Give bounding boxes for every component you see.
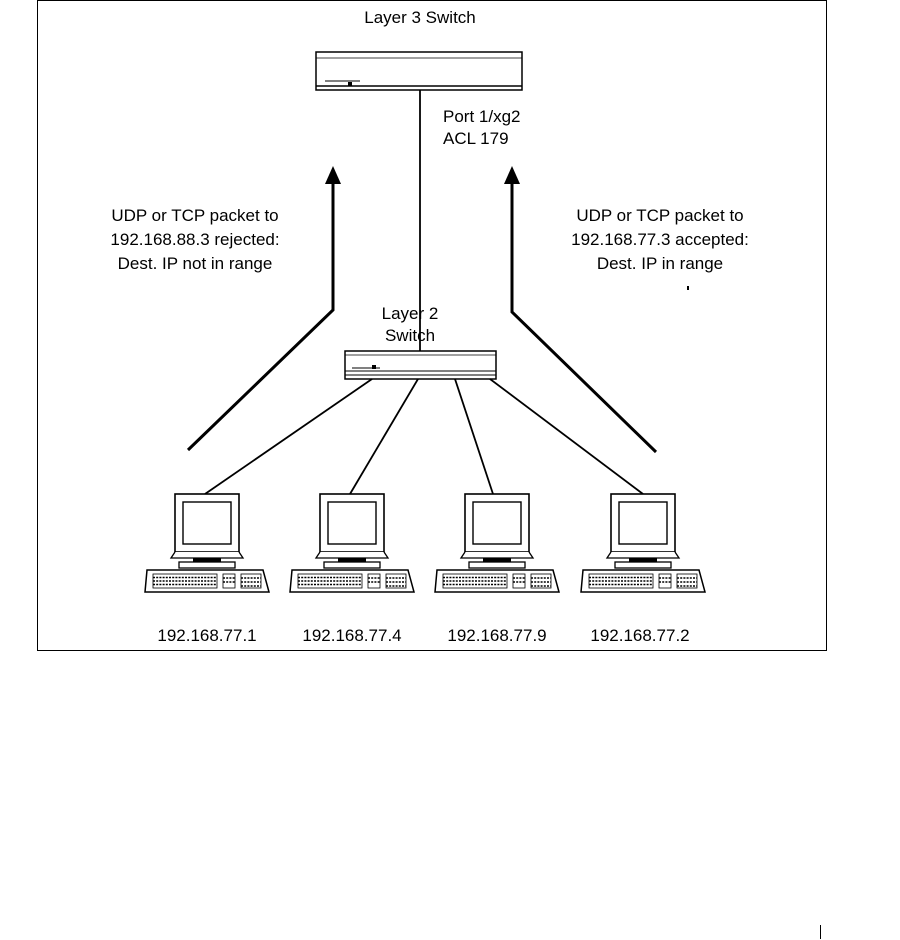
cable-host-3 (454, 378, 494, 495)
host-ip-label: 192.168.77.4 (302, 626, 402, 645)
rejected-note-line2: 192.168.88.3 rejected: (110, 230, 280, 249)
page-margin-mark (820, 925, 821, 939)
computer-icon (144, 493, 270, 593)
layer2-switch-icon (344, 350, 497, 380)
diagram-frame (37, 0, 827, 651)
port-label: Port 1/xg2 (443, 107, 521, 126)
layer3-switch-label: Layer 3 Switch (364, 8, 476, 27)
cable-host-4 (489, 378, 644, 495)
accepted-arrow (504, 166, 658, 454)
accepted-note-line1: UDP or TCP packet to (576, 206, 744, 225)
computer-icon (289, 493, 415, 593)
acl-label: ACL 179 (443, 129, 509, 148)
stray-dot (687, 286, 689, 290)
host-ip-label: 192.168.77.9 (447, 626, 547, 645)
rejected-arrow (186, 166, 341, 452)
cable-host-1 (204, 378, 373, 495)
host-ip-label: 192.168.77.1 (157, 626, 257, 645)
computer-icon (434, 493, 560, 593)
rejected-note-line1: UDP or TCP packet to (111, 206, 279, 225)
cable-host-2 (349, 378, 419, 495)
computer-icon (580, 493, 706, 593)
host-ip-label: 192.168.77.2 (590, 626, 690, 645)
layer3-switch-icon (315, 51, 523, 91)
accepted-note-line2: 192.168.77.3 accepted: (571, 230, 749, 249)
accepted-note-line3: Dest. IP in range (596, 254, 724, 273)
rejected-note-line3: Dest. IP not in range (117, 254, 273, 273)
layer2-switch-label-line2: Switch (384, 326, 436, 345)
layer2-switch-label-line1: Layer 2 (381, 304, 439, 323)
